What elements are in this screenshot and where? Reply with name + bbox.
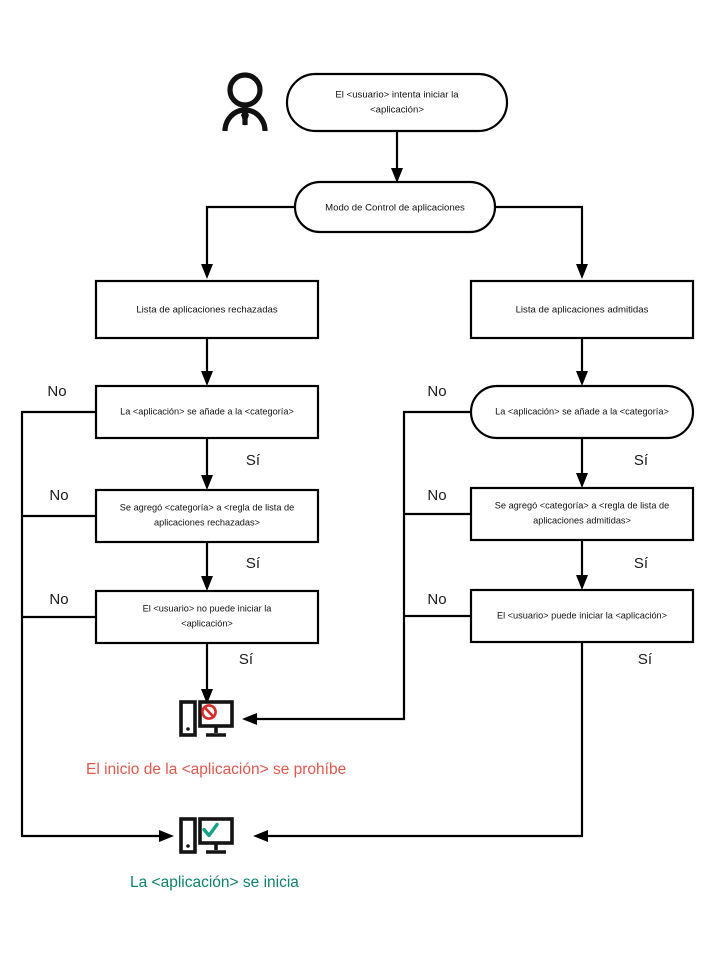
node-denied-list-label: Lista de aplicaciones rechazadas	[136, 305, 278, 316]
edge-label-si-left-3: Sí	[239, 651, 254, 668]
node-denied-result-line1: El <usuario> no puede iniciar la	[143, 603, 273, 613]
edge-denied-result-to-deny-icon	[201, 643, 213, 704]
edge-label-no-left-1: No	[47, 383, 66, 400]
edge-start-to-mode	[391, 131, 403, 183]
edge-denied-cat-si	[201, 438, 213, 490]
node-allowed-rule: Se agregó <categoría> a <regla de lista …	[469, 486, 695, 542]
node-allowed-list-label: Lista de aplicaciones admitidas	[516, 305, 649, 316]
node-denied-result: El <usuario> no puede iniciar la <aplica…	[94, 589, 320, 645]
edge-label-si-left-2: Sí	[246, 555, 261, 572]
edge-label-si-right-3: Sí	[638, 651, 653, 668]
pc-allowed-icon	[179, 817, 234, 854]
pc-blocked-icon	[179, 700, 234, 737]
allow-caption: La <aplicación> se inicia	[130, 874, 299, 891]
node-allowed-list: Lista de aplicaciones admitidas	[469, 279, 695, 340]
edge-denied-rule-si	[201, 542, 213, 591]
edge-label-no-left-3: No	[49, 591, 68, 608]
node-start: El <usuario> intenta iniciar la <aplicac…	[285, 72, 509, 133]
node-allowed-result: El <usuario> puede iniciar la <aplicació…	[469, 588, 695, 644]
node-allowed-category: La <aplicación> se añade a la <categoría…	[469, 384, 695, 440]
edge-allowed-rule-si	[576, 540, 588, 590]
node-start-line1: El <usuario> intenta iniciar la	[335, 90, 459, 101]
node-allowed-result-label: El <usuario> puede iniciar la <aplicació…	[497, 610, 667, 620]
deny-caption: El inicio de la <aplicación> se prohíbe	[86, 761, 346, 778]
node-denied-result-line2: <aplicación>	[181, 618, 233, 628]
node-allowed-rule-line2: aplicaciones admitidas>	[533, 515, 631, 525]
edge-label-no-right-3: No	[427, 591, 446, 608]
user-person-icon	[222, 72, 268, 132]
edge-allowed-result-to-allow-icon	[253, 642, 584, 842]
node-denied-category-label: La <aplicación> se añade a la <categoría…	[120, 406, 294, 416]
edge-mode-to-denied-list	[201, 205, 295, 279]
node-allowed-rule-line1: Se agregó <categoría> a <regla de lista …	[495, 500, 669, 510]
edge-label-no-right-1: No	[427, 383, 446, 400]
node-mode-label: Modo de Control de aplicaciones	[325, 203, 465, 214]
node-allowed-category-label: La <aplicación> se añade a la <categoría…	[495, 406, 669, 416]
node-denied-rule-line1: Se agregó <categoría> a <regla de lista …	[120, 502, 294, 512]
edge-allowed-cat-si	[576, 438, 588, 488]
edge-left-no-bus	[20, 410, 174, 842]
edge-denied-list-to-cat	[201, 338, 213, 386]
edge-label-no-right-2: No	[427, 487, 446, 504]
node-mode: Modo de Control de aplicaciones	[293, 180, 497, 234]
edge-label-si-right-1: Sí	[634, 452, 649, 469]
edge-label-no-left-2: No	[49, 487, 68, 504]
node-denied-rule-line2: aplicaciones rechazadas>	[154, 517, 260, 527]
node-denied-rule: Se agregó <categoría> a <regla de lista …	[94, 488, 320, 544]
edge-mode-to-allowed-list	[495, 205, 588, 279]
node-denied-category: La <aplicación> se añade a la <categoría…	[94, 384, 320, 440]
node-start-line2: <aplicación>	[370, 105, 424, 116]
edge-right-no-bus	[242, 410, 471, 725]
edge-allowed-list-to-cat	[576, 338, 588, 386]
edge-label-si-left-1: Sí	[246, 452, 261, 469]
edge-label-si-right-2: Sí	[634, 555, 649, 572]
node-denied-list: Lista de aplicaciones rechazadas	[94, 279, 320, 340]
